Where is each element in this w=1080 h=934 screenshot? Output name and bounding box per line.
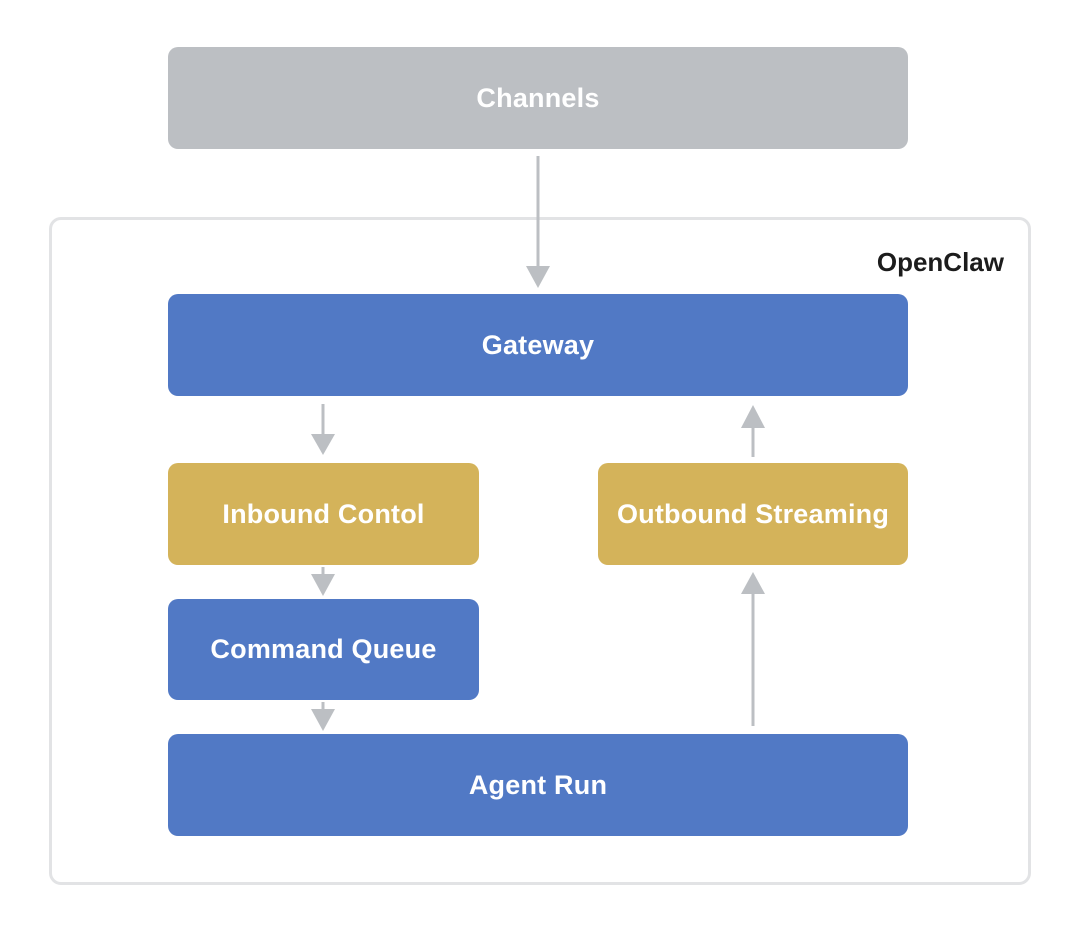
inbound-control-node: Inbound Contol — [168, 463, 479, 565]
channels-node: Channels — [168, 47, 908, 149]
openclaw-group-boundary — [49, 217, 1031, 885]
command-queue-node: Command Queue — [168, 599, 479, 700]
outbound-streaming-node: Outbound Streaming — [598, 463, 908, 565]
agent-run-node: Agent Run — [168, 734, 908, 836]
openclaw-group-label: OpenClaw — [876, 247, 1004, 277]
gateway-node: Gateway — [168, 294, 908, 396]
